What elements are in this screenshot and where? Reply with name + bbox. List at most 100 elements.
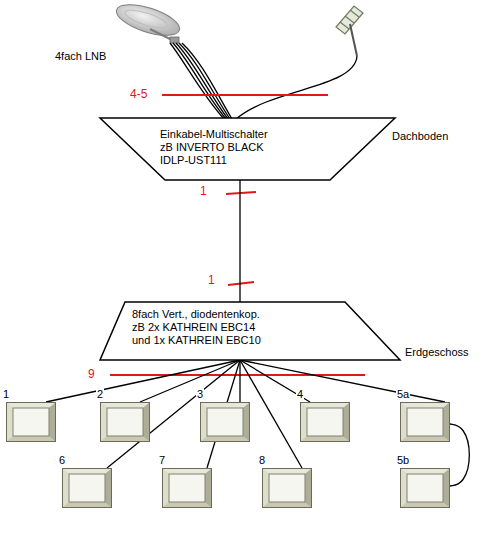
coax-cable — [239, 360, 240, 402]
tv-bevel — [401, 403, 449, 408]
tv-bevel — [243, 403, 249, 441]
antenna-element — [340, 22, 349, 29]
tv-outlet: 4 — [300, 402, 350, 442]
tv-bevel — [7, 403, 13, 441]
tv-symbol — [162, 468, 212, 508]
cable-count: 4-5 — [130, 88, 147, 101]
coax-cable — [239, 180, 240, 302]
tv-bevel — [401, 469, 449, 474]
tv-symbol — [100, 402, 150, 442]
tv-bevel — [143, 403, 149, 441]
trapezoid-shape — [100, 302, 400, 360]
tv-outlet: 6 — [62, 468, 112, 508]
tv-bevel — [105, 469, 111, 507]
cable-count-marker — [162, 94, 328, 96]
tv-outlet: 7 — [162, 468, 212, 508]
tv-symbol — [300, 402, 350, 442]
tv-bevel — [401, 469, 407, 507]
cable — [173, 43, 226, 119]
tv-bevel — [101, 403, 149, 408]
tv-bevel — [301, 403, 349, 408]
floor-label: Erdgeschoss — [405, 346, 469, 359]
tv-bevel — [63, 469, 111, 474]
lnb — [170, 37, 179, 43]
outlet-number: 3 — [196, 388, 204, 400]
tv-bevel — [263, 469, 311, 474]
splitter-box: 8fach Vert., diodentenkop. zB 2x KATHREI… — [100, 302, 400, 360]
coax-cable — [240, 360, 310, 402]
outlet-number: 2 — [96, 388, 104, 400]
box-text: 8fach Vert., diodentenkop. zB 2x KATHREI… — [132, 308, 267, 347]
tv-bevel — [163, 469, 211, 474]
outlet-number: 5b — [396, 454, 410, 466]
antenna-cable — [236, 56, 357, 119]
tv-bevel — [201, 403, 207, 441]
tv-frame — [301, 403, 350, 442]
tv-frame — [101, 403, 150, 442]
tv-symbol — [200, 402, 250, 442]
cable-count: 1 — [208, 274, 215, 287]
tv-screen — [407, 408, 443, 436]
dish-shading — [123, 6, 169, 31]
outlet-number: 5a — [396, 388, 410, 400]
tv-bevel — [343, 403, 349, 441]
tv-outlet: 8 — [262, 468, 312, 508]
tv-bevel — [443, 403, 449, 441]
tv-bevel — [7, 403, 55, 408]
cable-count: 1 — [200, 185, 207, 198]
tv-symbol — [400, 402, 450, 442]
cable — [176, 43, 228, 119]
outlet-number: 6 — [58, 454, 66, 466]
tv-symbol — [62, 468, 112, 508]
tv-bevel — [301, 403, 307, 441]
cable-count-marker — [228, 282, 254, 285]
cable — [182, 43, 232, 119]
cable — [179, 43, 230, 119]
tv-screen — [307, 408, 343, 436]
dish-reflector — [113, 0, 183, 42]
tv-bevel — [63, 469, 69, 507]
tv-frame — [401, 469, 450, 508]
tv-frame — [201, 403, 250, 442]
terrestrial-antenna — [336, 6, 363, 56]
tv-screen — [407, 474, 443, 502]
outlet-number: 7 — [158, 454, 166, 466]
device-label: 4fach LNB — [55, 50, 106, 63]
outlet-number: 4 — [296, 388, 304, 400]
tv-bevel — [401, 403, 407, 441]
outlet-number: 8 — [258, 454, 266, 466]
tv-screen — [107, 408, 143, 436]
tv-symbol — [262, 468, 312, 508]
tv-symbol — [400, 468, 450, 508]
multiswitch-box: Einkabel-Multischalter zB INVERTO BLACK … — [100, 118, 395, 180]
tv-screen — [207, 408, 243, 436]
antenna-panel — [336, 6, 363, 34]
tv-outlet: 1 — [6, 402, 56, 442]
coax-cable — [450, 424, 469, 486]
outlet-number: 1 — [2, 388, 10, 400]
feed-arm — [150, 29, 172, 40]
box-text: Einkabel-Multischalter zB INVERTO BLACK … — [160, 128, 275, 167]
antenna-element — [350, 10, 359, 17]
tv-bevel — [305, 469, 311, 507]
satellite-dish — [113, 0, 183, 43]
tv-frame — [401, 403, 450, 442]
tv-outlet: 5a — [400, 402, 450, 442]
cable-count: 9 — [88, 368, 95, 381]
tv-bevel — [101, 403, 107, 441]
antenna-element — [345, 16, 354, 23]
tv-frame — [263, 469, 312, 508]
tv-screen — [13, 408, 49, 436]
tv-screen — [269, 474, 305, 502]
tv-bevel — [49, 403, 55, 441]
tv-bevel — [443, 469, 449, 507]
coax-cable — [46, 360, 240, 402]
tv-frame — [63, 469, 112, 508]
tv-frame — [163, 469, 212, 508]
cable — [170, 43, 224, 119]
tv-bevel — [263, 469, 269, 507]
tv-symbol — [6, 402, 56, 442]
cable-count-marker — [110, 374, 365, 376]
